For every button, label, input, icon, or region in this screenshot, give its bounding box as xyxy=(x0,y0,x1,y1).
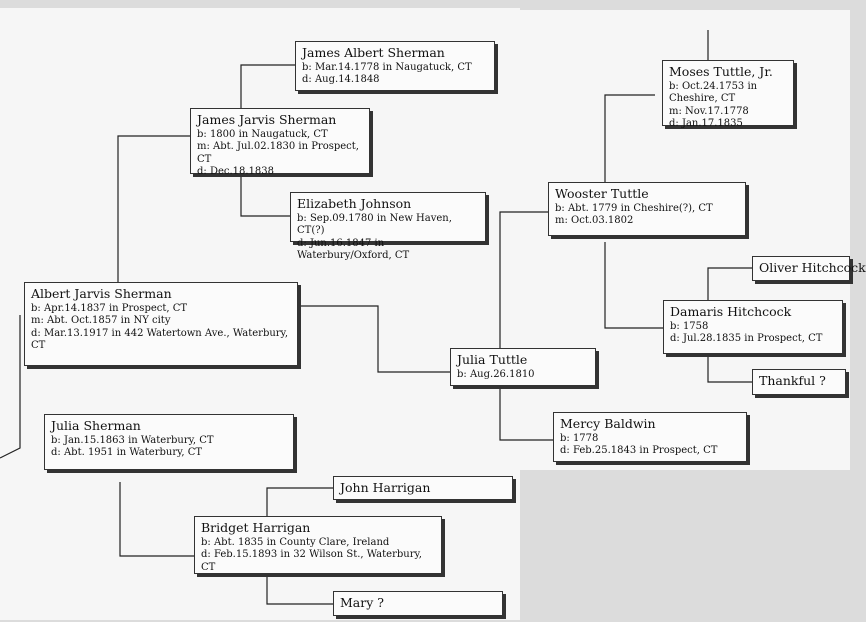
person-name: Damaris Hitchcock xyxy=(670,304,792,319)
person-death: d: Feb.25.1843 in Prospect, CT xyxy=(560,445,718,457)
person-box-john-harrigan[interactable]: John Harrigan xyxy=(333,476,513,500)
person-birth: b: 1758 xyxy=(670,320,709,332)
person-name: Julia Tuttle xyxy=(457,352,528,367)
person-death: d: Feb.15.1893 in 32 Wilson St., Waterbu… xyxy=(201,549,422,573)
person-name: Thankful ? xyxy=(759,373,826,388)
person-name: Bridget Harrigan xyxy=(201,520,311,535)
person-marriage: m: Abt. Oct.1857 in NY city xyxy=(31,315,171,327)
person-birth: b: Apr.14.1837 in Prospect, CT xyxy=(31,302,188,314)
person-name: James Albert Sherman xyxy=(302,45,445,60)
person-name: Albert Jarvis Sherman xyxy=(31,286,172,301)
person-birth: b: Sep.09.1780 in New Haven, CT(?) xyxy=(297,212,452,237)
person-box-bridget-harrigan[interactable]: Bridget Harrigan b: Abt. 1835 in County … xyxy=(194,516,442,574)
person-birth: b: Aug.26.1810 xyxy=(457,368,535,380)
person-box-damaris-hitchcock[interactable]: Damaris Hitchcock b: 1758 d: Jul.28.1835… xyxy=(663,300,843,354)
person-box-mary[interactable]: Mary ? xyxy=(333,591,503,616)
person-birth: b: Jan.15.1863 in Waterbury, CT xyxy=(51,434,214,446)
person-birth: b: Oct.24.1753 in Cheshire, CT xyxy=(669,80,758,105)
person-death: d: Jul.28.1835 in Prospect, CT xyxy=(670,333,823,345)
connector-js-parents-right xyxy=(298,305,450,373)
person-box-mercy-baldwin[interactable]: Mercy Baldwin b: 1778 d: Feb.25.1843 in … xyxy=(553,412,747,462)
person-box-thankful[interactable]: Thankful ? xyxy=(752,369,846,395)
person-death: d: Aug.14.1848 xyxy=(302,74,380,86)
person-death: d: Jan.17.1835 xyxy=(669,118,743,130)
connector-js-father xyxy=(0,315,21,459)
person-marriage: m: Nov.17.1778 xyxy=(669,105,749,117)
person-death-cont: CT xyxy=(31,340,46,352)
person-box-julia-sherman[interactable]: Julia Sherman b: Jan.15.1863 in Waterbur… xyxy=(44,414,294,470)
person-birth: b: Abt. 1835 in County Clare, Ireland xyxy=(201,536,390,548)
person-box-james-jarvis-sherman[interactable]: James Jarvis Sherman b: 1800 in Naugatuc… xyxy=(190,108,370,177)
connector-jt-parents xyxy=(499,211,553,441)
person-name: John Harrigan xyxy=(340,480,431,495)
person-box-julia-tuttle[interactable]: Julia Tuttle b: Aug.26.1810 xyxy=(450,348,596,386)
connector-wooster-mother xyxy=(604,242,663,329)
person-box-oliver-hitchcock[interactable]: Oliver Hitchcock xyxy=(752,256,866,281)
person-death: d: Jun.16.1847 in Waterbury/Oxford, CT xyxy=(297,237,410,262)
person-name: Oliver Hitchcock xyxy=(759,260,866,275)
person-name: Julia Sherman xyxy=(51,418,141,433)
person-death: d: Abt. 1951 in Waterbury, CT xyxy=(51,447,203,459)
person-name: Mary ? xyxy=(340,595,384,610)
person-name: Wooster Tuttle xyxy=(555,186,649,201)
person-birth: b: Abt. 1779 in Cheshire(?), CT xyxy=(555,202,713,214)
person-birth: b: 1778 xyxy=(560,432,599,444)
person-box-james-albert-sherman[interactable]: James Albert Sherman b: Mar.14.1778 in N… xyxy=(295,41,495,91)
person-name: James Jarvis Sherman xyxy=(197,112,337,127)
person-name: Moses Tuttle, Jr. xyxy=(669,64,773,79)
person-box-moses-tuttle-jr[interactable]: Moses Tuttle, Jr. b: Oct.24.1753 in Ches… xyxy=(662,60,794,129)
person-birth: b: 1800 in Naugatuck, CT xyxy=(197,128,328,140)
connector-wooster-father xyxy=(604,94,655,182)
connector-js-bridget xyxy=(119,482,194,557)
person-box-wooster-tuttle[interactable]: Wooster Tuttle b: Abt. 1779 in Cheshire(… xyxy=(548,182,746,236)
person-box-albert-jarvis-sherman[interactable]: Albert Jarvis Sherman b: Apr.14.1837 in … xyxy=(24,282,298,366)
person-marriage: m: Abt. Jul.02.1830 in Prospect, CT xyxy=(197,141,359,165)
person-name: Mercy Baldwin xyxy=(560,416,656,431)
person-death: d: Dec.18.1838 xyxy=(197,166,275,178)
person-box-elizabeth-johnson[interactable]: Elizabeth Johnson b: Sep.09.1780 in New … xyxy=(290,192,486,261)
person-marriage: m: Oct.03.1802 xyxy=(555,215,634,227)
person-name: Elizabeth Johnson xyxy=(297,196,412,211)
person-death: d: Mar.13.1917 in 442 Watertown Ave., Wa… xyxy=(31,327,289,339)
person-birth: b: Mar.14.1778 in Naugatuck, CT xyxy=(302,61,472,73)
